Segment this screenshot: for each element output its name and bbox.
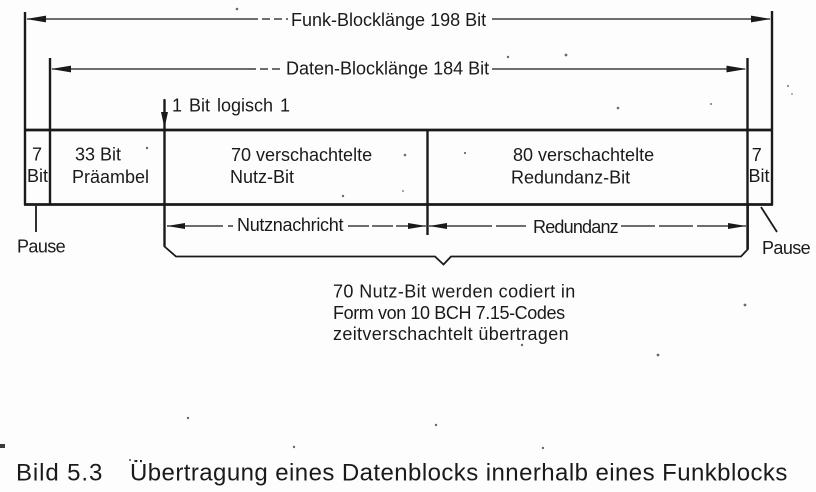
svg-text:Funk-Blocklänge 198 Bit: Funk-Blocklänge 198 Bit bbox=[291, 10, 486, 30]
svg-text:70 Nutz-Bit werden codiert in: 70 Nutz-Bit werden codiert in bbox=[333, 282, 576, 302]
svg-text:Nutz-Bit: Nutz-Bit bbox=[230, 167, 294, 187]
svg-text:Bild 5.3: Bild 5.3 bbox=[16, 460, 103, 487]
svg-text:Präambel: Präambel bbox=[72, 167, 149, 187]
svg-text:Redundanz-Bit: Redundanz-Bit bbox=[511, 168, 630, 188]
svg-text:Übertragung eines Datenblocks: Übertragung eines Datenblocks innerhalb … bbox=[130, 460, 788, 487]
svg-text:33 Bit: 33 Bit bbox=[75, 145, 121, 165]
svg-text:Nutznachricht: Nutznachricht bbox=[237, 215, 343, 235]
svg-text:Pause: Pause bbox=[762, 238, 811, 258]
svg-text:Form von 10 BCH 7.15-Codes: Form von 10 BCH 7.15-Codes bbox=[333, 303, 565, 323]
svg-text:7: 7 bbox=[32, 145, 42, 165]
svg-text:zeitverschachtelt übertragen: zeitverschachtelt übertragen bbox=[333, 324, 569, 344]
svg-text:Redundanz: Redundanz bbox=[533, 217, 619, 237]
svg-text:70 verschachtelte: 70 verschachtelte bbox=[231, 145, 372, 165]
svg-text:80 verschachtelte: 80 verschachtelte bbox=[513, 145, 654, 165]
svg-text:Bit: Bit bbox=[27, 166, 48, 186]
svg-text:7: 7 bbox=[752, 145, 762, 165]
svg-text:1 Bit logisch 1: 1 Bit logisch 1 bbox=[172, 96, 290, 116]
svg-text:Pause: Pause bbox=[17, 237, 66, 257]
svg-text:Daten-Blocklänge 184 Bit: Daten-Blocklänge 184 Bit bbox=[286, 59, 489, 79]
svg-text:Bit: Bit bbox=[749, 166, 770, 186]
